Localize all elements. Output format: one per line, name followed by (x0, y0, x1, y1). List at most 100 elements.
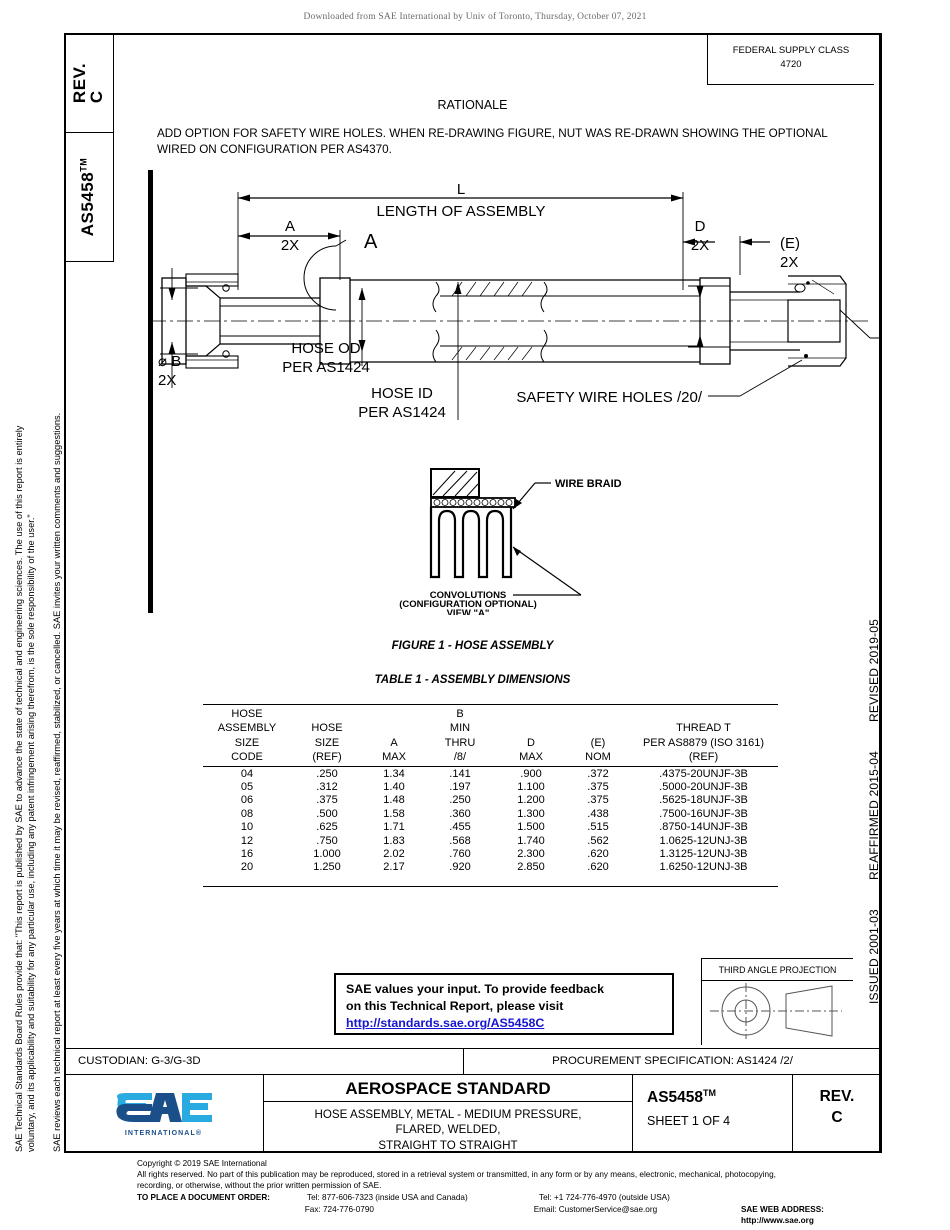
cell-6-6: 1.3125-12UNJ-3B (659, 848, 748, 861)
order-info-2: Fax: 724-776-0790 Email: CustomerService… (137, 1204, 897, 1226)
table-row: 10 .625 1.71 .455 1.500 .515 .8750-14UNJ… (203, 821, 778, 834)
cell-6-0: 16 (240, 848, 254, 861)
cell-0-2: 1.34 (363, 765, 425, 782)
web-address: SAE WEB ADDRESS: http://www.sae.org (740, 1205, 824, 1226)
procurement-spec-label: PROCUREMENT SPECIFICATION: AS1424 /2/ (552, 1055, 793, 1067)
cell-4-1: .625 (316, 821, 338, 834)
length-of-assembly-label: LENGTH OF ASSEMBLY (377, 203, 546, 220)
document-number: AS5458TM (647, 1088, 792, 1107)
hdr-4-0: CODE (231, 751, 263, 764)
hdr-3-5: (E) (590, 736, 606, 749)
revision-reaffirmed: REAFFIRMED 2015-04 (867, 751, 881, 880)
hdr-1-4 (495, 705, 567, 723)
revision-history-column: REVISED 2019-05 REAFFIRMED 2015-04 ISSUE… (852, 600, 881, 1004)
cell-1-1: .312 (316, 781, 338, 794)
table-row: 16 1.000 2.02 .760 2.300 .620 1.3125-12U… (203, 848, 778, 861)
hdr-1-5 (567, 705, 629, 723)
hdr-3-2: A (390, 736, 398, 749)
cell-4-5: .515 (587, 821, 609, 834)
cell-5-2: 1.83 (383, 834, 405, 847)
cell-6-1: 1.000 (313, 848, 341, 861)
cell-2-4: 1.200 (517, 794, 545, 807)
cell-4-3: .455 (449, 821, 471, 834)
dim-A-label: A (285, 218, 295, 235)
cell-1-5: .375 (587, 781, 609, 794)
legal-line-2: voluntary, and its applicability and sui… (26, 514, 36, 1152)
custodian-label: CUSTODIAN: G-3/G-3D (64, 1049, 464, 1074)
revision-issued: ISSUED 2001-03 (867, 909, 881, 1004)
hdr-3-3: THRU (444, 736, 476, 749)
sae-logo-subtext: INTERNATIONAL® (124, 1130, 203, 1137)
doc-id-tab-value: AS5458 (78, 171, 98, 237)
cell-5-1: .750 (316, 834, 338, 847)
standard-description: HOSE ASSEMBLY, METAL - MEDIUM PRESSURE, … (264, 1102, 632, 1153)
hdr-2-5 (567, 722, 629, 736)
feedback-line-2: on this Technical Report, please visit (346, 999, 564, 1014)
view-a-caption: VIEW "A" (447, 608, 490, 615)
cell-3-5: .438 (587, 807, 609, 820)
rev-tab-value: C (87, 89, 107, 103)
cell-7-2: 2.17 (383, 861, 405, 874)
table-header-row-1: HOSE B (203, 704, 778, 723)
revision-value: C (831, 1108, 843, 1126)
hose-id-ref: PER AS1424 (358, 404, 446, 421)
hdr-1-6 (629, 705, 778, 723)
federal-supply-class-label: FEDERAL SUPPLY CLASS (732, 45, 850, 56)
figure-caption: FIGURE 1 - HOSE ASSEMBLY (391, 640, 554, 652)
hdr-4-3: /8/ (453, 751, 467, 764)
cell-7-5: .620 (587, 861, 609, 874)
tel-inside: Tel: 877-606-7323 (inside USA and Canada… (307, 1193, 468, 1203)
hdr-2-4 (495, 722, 567, 736)
rationale-body: ADD OPTION FOR SAFETY WIRE HOLES. WHEN R… (157, 127, 828, 156)
feedback-link[interactable]: http://standards.sae.org/AS5458C (346, 1016, 545, 1031)
table-header: HOSE B ASSEMBLY HOSE MIN THREAD T SIZE S… (203, 704, 778, 767)
cell-7-6: 1.6250-12UNJ-3B (659, 861, 748, 874)
cell-2-1: .375 (316, 794, 338, 807)
cell-0-1: .250 (291, 765, 363, 782)
cell-7-0: 20 (240, 861, 254, 874)
hdr-1-3: B (456, 708, 464, 720)
table-row: 06 .375 1.48 .250 1.200 .375 .5625-18UNJ… (203, 794, 778, 807)
table-row: 08 .500 1.58 .360 1.300 .438 .7500-16UNJ… (203, 808, 778, 821)
revision-cell: REV. C (793, 1075, 881, 1153)
cell-6-3: .760 (449, 848, 471, 861)
cell-6-5: .620 (587, 848, 609, 861)
cell-1-0: 05 (240, 781, 254, 794)
desc-line-3: STRAIGHT TO STRAIGHT (378, 1138, 518, 1152)
cell-0-0: 04 (203, 765, 291, 782)
view-a-detail: WIRE BRAID CONVOLUTIONS (CONFIGURATION O… (395, 455, 625, 619)
hdr-3-6: PER AS8879 (ISO 3161) (642, 736, 765, 749)
cell-1-3: .197 (449, 781, 471, 794)
legal-line-3: SAE reviews each technical report at lea… (52, 412, 62, 1152)
document-number-cell: AS5458TM SHEET 1 OF 4 (633, 1075, 793, 1153)
cell-7-4: 2.850 (517, 861, 545, 874)
sae-logo-cell: INTERNATIONAL® (64, 1075, 264, 1153)
revision-change-bar (148, 170, 153, 613)
cell-2-2: 1.48 (383, 794, 405, 807)
hdr-3-4: D (527, 736, 535, 749)
table-body: 04 .250 1.34 .141 .900 .372 .4375-20UNJF… (203, 765, 778, 877)
cell-7-3: .920 (449, 861, 471, 874)
legal-line-1: SAE Technical Standards Board Rules prov… (14, 425, 24, 1152)
hdr-4-2: MAX (382, 751, 406, 764)
hdr-1-1 (291, 705, 363, 723)
dim-E-qty: 2X (780, 254, 798, 271)
federal-supply-class-box: FEDERAL SUPPLY CLASS 4720 (707, 35, 874, 85)
hose-assembly-figure: L LENGTH OF ASSEMBLY A 2X A ⌀ B 2X HOSE … (140, 170, 950, 620)
federal-supply-class-value: 4720 (780, 58, 802, 70)
hdr-4-6: (REF) (688, 751, 719, 764)
rev-tab-text: REV. C (71, 62, 107, 103)
cell-0-3: .141 (425, 765, 495, 782)
cell-1-2: 1.40 (383, 781, 405, 794)
hdr-3-1: SIZE (314, 736, 340, 749)
table-header-row-2: ASSEMBLY HOSE MIN THREAD T (203, 722, 778, 736)
cell-3-6: .7500-16UNJF-3B (659, 807, 748, 820)
view-a-marker: A (364, 231, 378, 253)
cell-5-0: 12 (240, 834, 254, 847)
wire-braid-label: WIRE BRAID (555, 478, 622, 490)
cell-3-0: 08 (240, 807, 254, 820)
trademark-symbol: TM (78, 157, 89, 172)
table-header-row-3: SIZE SIZE A THRU D (E) PER AS8879 (ISO 3… (203, 737, 778, 751)
document-number-text: AS5458 (647, 1089, 704, 1107)
copyright-footer: Copyright © 2019 SAE International All r… (137, 1158, 897, 1226)
